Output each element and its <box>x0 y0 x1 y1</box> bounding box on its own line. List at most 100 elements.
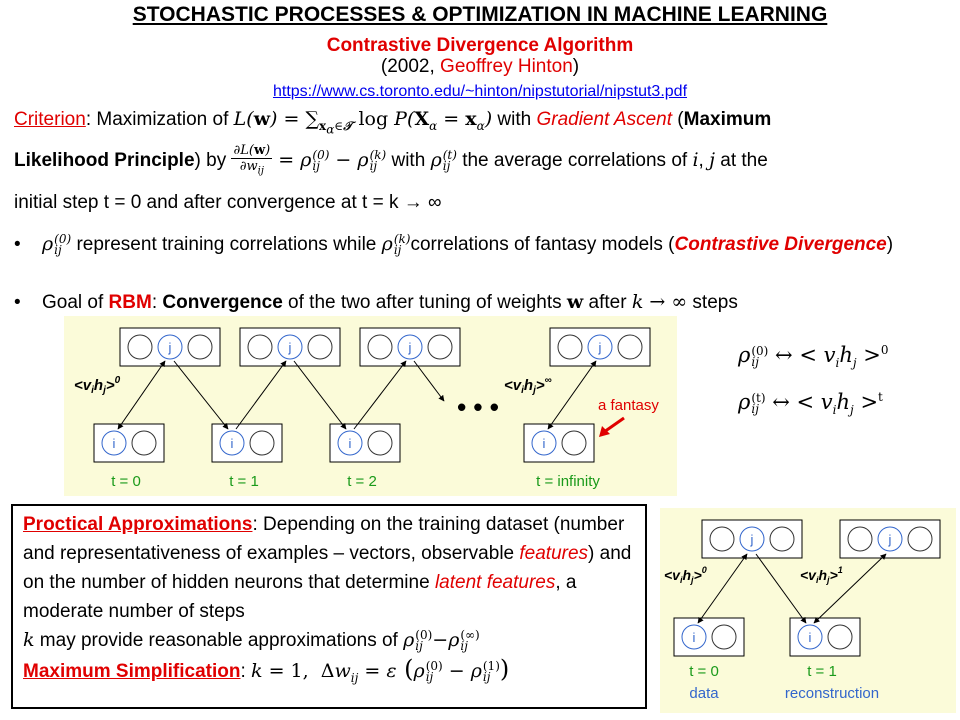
bullet-1-text3: ) <box>886 234 894 255</box>
visible-layer-recon: i <box>789 617 861 657</box>
convergence-label: Convergence <box>162 292 283 313</box>
step-label-t0: t = 0 <box>111 473 141 490</box>
hidden-layer-t1: j <box>239 327 341 367</box>
bullet-2-colon: : <box>151 292 163 313</box>
node-i-label: i <box>349 436 352 451</box>
criterion-line-1: Criterion: Maximization of L(w) = ∑xα∈𝒯 … <box>14 108 771 136</box>
k-inf: k → ∞ <box>631 291 688 313</box>
node-i-label: i <box>231 436 234 451</box>
step-label-t1: t = 1 <box>229 473 259 490</box>
corr-label-0: <vihj>0 <box>74 375 121 396</box>
citation: (2002, Geoffrey Hinton) <box>0 56 960 78</box>
bullet-1: •ρ(0)ij represent training correlations … <box>14 232 894 257</box>
approx-text2: ) and on the number of hidden neurons th… <box>23 543 632 593</box>
node-i-label: i <box>113 436 116 451</box>
criterion-text: : Maximization of <box>85 109 234 130</box>
criterion-line-2: Likelihood Principle) by ∂L(w)∂wij = ρ(0… <box>14 143 768 177</box>
hidden-layer-tinf: j <box>549 327 651 367</box>
criterion-paren: ( <box>672 109 684 130</box>
node-j-label: j <box>888 532 892 547</box>
weights-symbol: w <box>566 291 584 313</box>
criterion-with-2: with <box>386 149 431 171</box>
latent-features: latent features <box>434 572 556 593</box>
bullet-2-text1: Goal of <box>42 292 109 313</box>
bullet-1-text2: correlations of fantasy models ( <box>410 234 675 255</box>
criterion-by: ) by <box>194 149 232 171</box>
visible-layer-data: i <box>673 617 745 657</box>
visible-layer-t0: i <box>93 423 165 463</box>
corr-label-0: <vihj>0 <box>664 565 707 585</box>
fantasy-arrow <box>603 416 625 434</box>
citation-year: (2002, <box>380 56 441 77</box>
bullet-2-text6: steps <box>687 292 738 313</box>
hidden-layer-t0: j <box>119 327 221 367</box>
gibbs-chain-diagram: j j j j i i i i <box>64 316 677 496</box>
chain-arrows <box>117 360 597 430</box>
visible-layer-tinf: i <box>523 423 595 463</box>
cd-step-t1: t = 1 <box>807 663 837 680</box>
node-j-label: j <box>598 340 602 355</box>
hidden-layer-t2: j <box>359 327 461 367</box>
hidden-layer-recon: j <box>839 519 941 559</box>
cd1-arrows <box>697 553 887 624</box>
criterion-line-3: initial step t = 0 and after convergence… <box>14 192 442 213</box>
criterion-average: the average correlations of <box>456 149 693 171</box>
simplification-label: Maximum Simplification <box>23 661 241 682</box>
criterion-with: with <box>492 109 537 130</box>
approx-label: Proctical Approximations <box>23 514 253 535</box>
visible-layer-t1: i <box>211 423 283 463</box>
rho-k-symbol: ρ(k)ij <box>381 232 411 257</box>
approximations-box: Proctical Approximations: Depending on t… <box>11 504 647 709</box>
reconstruction-label: reconstruction <box>785 685 879 702</box>
bullet-2-text3: of the two after tuning of weights <box>282 292 567 313</box>
step-label-tinf: t = infinity <box>536 473 600 490</box>
page-title: STOCHASTIC PROCESSES & OPTIMIZATION IN M… <box>132 3 828 26</box>
data-label: data <box>689 685 719 702</box>
continuation-dots: • • • <box>457 392 499 422</box>
approx-text1: : Depending on the training dataset (num… <box>23 514 625 564</box>
reference-link[interactable]: https://www.cs.toronto.edu/~hinton/nipst… <box>272 83 688 100</box>
node-i-label: i <box>809 630 812 645</box>
criterion-at: at the <box>715 149 768 171</box>
cd-step-t0: t = 0 <box>689 663 719 680</box>
node-j-label: j <box>408 340 412 355</box>
approx-text4: may provide reasonable approximations of <box>34 630 404 651</box>
gradient-ascent: Gradient Ascent <box>536 109 673 130</box>
simplification-formula: k <box>251 660 263 682</box>
bullet-2: •Goal of RBM: Convergence of the two aft… <box>14 291 738 313</box>
criterion-label: Criterion <box>14 109 86 130</box>
gradient-formula: = ρ(0)ij − ρ(k)ij <box>272 147 387 173</box>
bullet-1-text1: represent training correlations while <box>71 234 382 255</box>
rho-t: ρ(t)ij <box>430 147 457 173</box>
gradient-fraction: ∂L(w)∂wij <box>231 143 273 177</box>
contrastive-divergence: Contrastive Divergence <box>674 234 887 255</box>
rho-0-symbol: ρ(0)ij <box>42 232 72 257</box>
principle-part2: Likelihood Principle <box>14 149 195 171</box>
k-symbol: k <box>23 629 35 651</box>
simplification-colon: : <box>240 661 252 682</box>
node-i-label: i <box>543 436 546 451</box>
citation-author: Geoffrey Hinton <box>440 56 573 77</box>
cd1-diagram: j j i i <vihj>0 <vihj>1 t = 0 t = 1 data… <box>660 508 956 713</box>
citation-close: ) <box>572 56 580 77</box>
corr-label-1: <vihj>1 <box>800 565 843 585</box>
hidden-layer-data: j <box>701 519 803 559</box>
node-j-label: j <box>750 532 754 547</box>
likelihood-formula: L(w) = ∑xα∈𝒯 log P(Xα = xα) <box>233 108 493 137</box>
visible-layer-t2: i <box>329 423 401 463</box>
page-subtitle: Contrastive Divergence Algorithm <box>326 35 634 56</box>
ij-symbol: i <box>692 148 699 171</box>
fantasy-arrowhead <box>599 426 610 437</box>
rbm-label: RBM <box>108 292 152 313</box>
node-j-label: j <box>168 340 172 355</box>
node-j-label: j <box>288 340 292 355</box>
approx-formula: ρ(0)ij−ρ(∞)ij <box>403 628 480 653</box>
relation-0: ρ(0)ij ↔ < vihj >0 <box>738 343 889 371</box>
j-symbol: j <box>709 148 715 171</box>
principle-part1: Maximum <box>683 109 772 130</box>
node-i-label: i <box>693 630 696 645</box>
corr-label-inf: <vihj>∞ <box>504 375 552 396</box>
bullet-2-text4: after <box>583 292 632 313</box>
step-label-t2: t = 2 <box>347 473 377 490</box>
relation-t: ρ(t)ij ↔ < vihj >t <box>738 390 883 418</box>
